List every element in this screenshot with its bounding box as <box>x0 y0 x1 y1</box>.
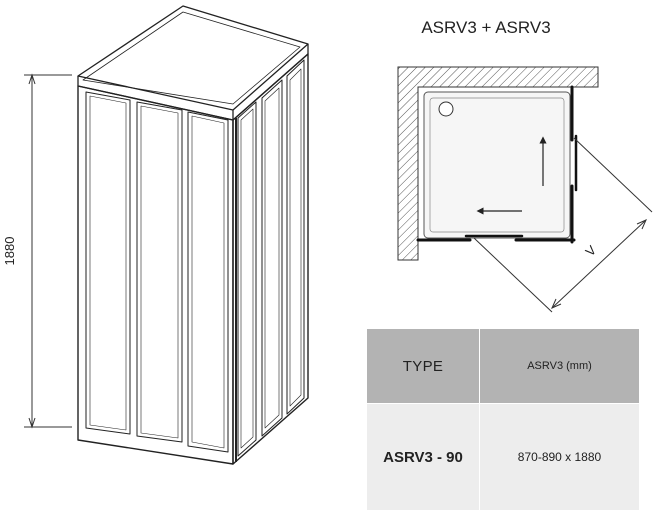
shower-tray <box>423 91 571 239</box>
height-label: 1880 <box>2 237 17 266</box>
header-type: TYPE <box>366 328 480 404</box>
shower-enclosure-3d <box>77 5 309 465</box>
height-dimension: 1880 <box>2 73 72 429</box>
width-dimension <box>473 137 653 313</box>
front-panel-frame <box>77 85 234 465</box>
plan-title: ASRV3 + ASRV3 <box>421 18 550 37</box>
drain-icon <box>438 101 454 117</box>
table-row: ASRV3 - 90 870-890 x 1880 <box>366 403 640 511</box>
side-sliding-panels <box>237 59 305 457</box>
front-sliding-panels <box>85 91 229 453</box>
cell-type: ASRV3 - 90 <box>366 403 480 511</box>
table-header-row: TYPE ASRV3 (mm) <box>366 328 640 404</box>
spec-table: TYPE ASRV3 (mm) ASRV3 - 90 870-890 x 188… <box>366 328 640 511</box>
side-panel-frame <box>232 53 309 465</box>
header-size: ASRV3 (mm) <box>479 328 640 404</box>
top-frame <box>77 5 309 111</box>
width-label: V <box>582 242 599 259</box>
cell-size: 870-890 x 1880 <box>479 403 640 511</box>
plan-view: V <box>397 66 653 313</box>
